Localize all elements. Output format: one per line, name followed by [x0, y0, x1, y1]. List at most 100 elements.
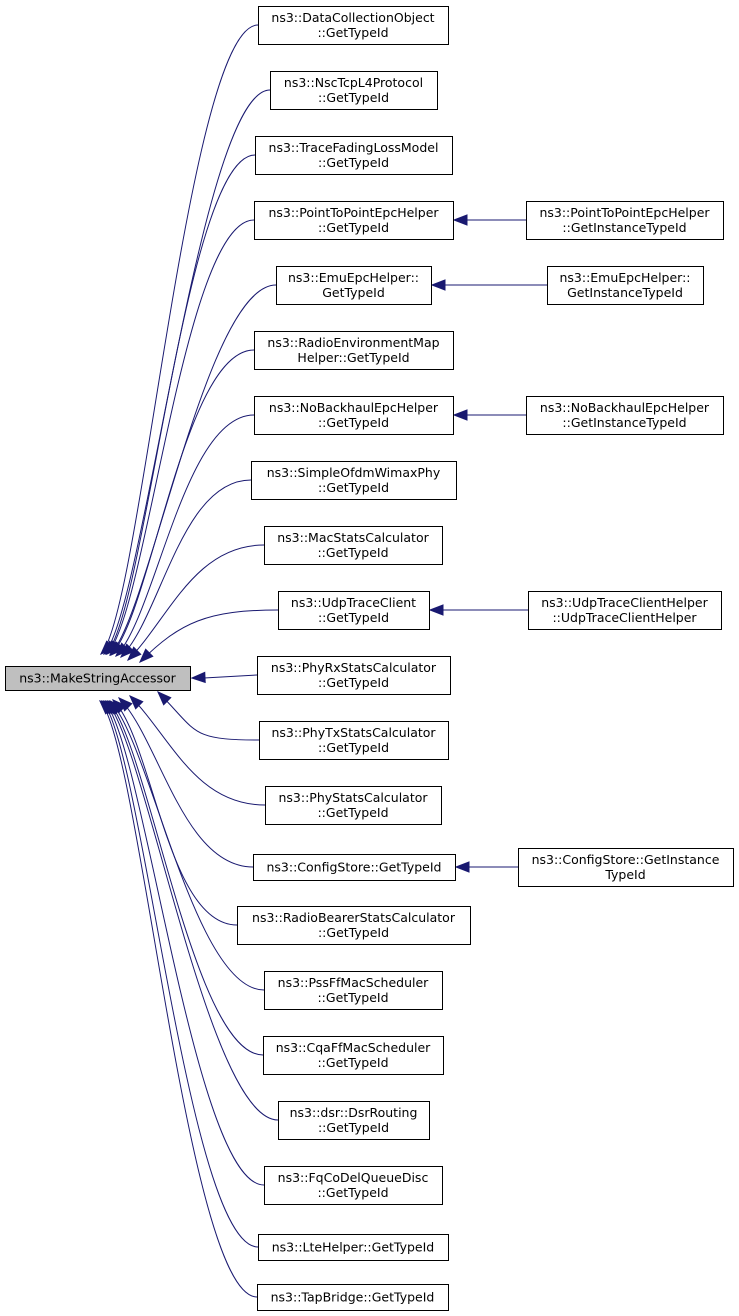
caller-node-n3[interactable]: ns3::TraceFadingLossModel::GetTypeId [255, 136, 453, 175]
secondary-node-box [547, 266, 704, 305]
caller-node-label-line: ns3::PhyTxStatsCalculator [271, 725, 436, 740]
caller-node-box [237, 906, 471, 945]
caller-node-n12[interactable]: ns3::PhyTxStatsCalculator::GetTypeId [259, 721, 449, 760]
caller-node-box [258, 1234, 449, 1261]
caller-node-n19[interactable]: ns3::FqCoDelQueueDisc::GetTypeId [264, 1166, 443, 1205]
caller-node-label-line: ns3::SimpleOfdmWimaxPhy [267, 465, 441, 480]
secondary-node-s7[interactable]: ns3::NoBackhaulEpcHelper::GetInstanceTyp… [526, 396, 724, 435]
caller-node-label-line: ns3::TapBridge::GetTypeId [271, 1290, 435, 1305]
arrowhead-n12 [157, 691, 172, 706]
edge-n14-to-root [118, 697, 254, 868]
edge-n9-to-root [127, 544, 265, 661]
secondary-node-box [526, 201, 724, 240]
caller-node-n15[interactable]: ns3::RadioBearerStatsCalculator::GetType… [237, 906, 471, 945]
arrowhead-s7 [452, 409, 468, 421]
caller-node-n10[interactable]: ns3::UdpTraceClient::GetTypeId [278, 591, 430, 630]
caller-node-box [255, 136, 453, 175]
caller-node-n4[interactable]: ns3::PointToPointEpcHelper::GetTypeId [254, 201, 454, 240]
arrowhead-s10 [428, 604, 444, 616]
secondary-node-label-line: ns3::EmuEpcHelper:: [559, 270, 690, 285]
edge-n4-to-root [106, 219, 255, 655]
secondary-node-label-line: ns3::PointToPointEpcHelper [539, 205, 710, 220]
caller-node-label-line: ns3::UdpTraceClient [291, 595, 416, 610]
secondary-node-box [518, 848, 734, 887]
arrowhead-s5 [430, 279, 446, 291]
secondary-node-box [526, 396, 724, 435]
secondary-node-label-line: ns3::NoBackhaulEpcHelper [540, 400, 710, 415]
caller-node-label-line: ::GetTypeId [317, 805, 388, 820]
caller-node-n9[interactable]: ns3::MacStatsCalculator::GetTypeId [264, 526, 443, 565]
caller-node-n17[interactable]: ns3::CqaFfMacScheduler::GetTypeId [263, 1036, 444, 1075]
caller-node-label-line: GetTypeId [322, 285, 385, 300]
caller-node-label-line: ns3::NscTcpL4Protocol [284, 75, 423, 90]
arrowhead-s14 [454, 861, 470, 873]
edges-layer [99, 24, 547, 1298]
root-node[interactable]: ns3::MakeStringAccessor [5, 666, 191, 691]
caller-node-label-line: ns3::NoBackhaulEpcHelper [269, 400, 439, 415]
caller-node-label-line: ::GetTypeId [317, 1055, 388, 1070]
caller-node-n21[interactable]: ns3::TapBridge::GetTypeId [257, 1284, 449, 1311]
caller-node-label-line: ::GetTypeId [318, 675, 389, 690]
caller-node-n8[interactable]: ns3::SimpleOfdmWimaxPhy::GetTypeId [251, 461, 457, 500]
caller-node-n18[interactable]: ns3::dsr::DsrRouting::GetTypeId [278, 1101, 430, 1140]
caller-node-n14[interactable]: ns3::ConfigStore::GetTypeId [253, 854, 456, 881]
edge-n17-to-root [107, 700, 264, 1056]
caller-node-label-line: ns3::RadioBearerStatsCalculator [252, 910, 456, 925]
secondary-node-s10[interactable]: ns3::UdpTraceClientHelper::UdpTraceClien… [528, 591, 722, 630]
secondary-node-label-line: TypeId [604, 867, 645, 882]
caller-node-n2[interactable]: ns3::NscTcpL4Protocol::GetTypeId [270, 71, 438, 110]
edge-n6-to-root [110, 349, 255, 656]
caller-node-box [270, 71, 438, 110]
caller-node-label-line: ns3::FqCoDelQueueDisc [278, 1170, 429, 1185]
caller-node-n20[interactable]: ns3::LteHelper::GetTypeId [258, 1234, 449, 1261]
root-node-box [5, 666, 191, 691]
caller-node-box [251, 461, 457, 500]
caller-node-box [264, 971, 443, 1010]
edge-n1-to-root [100, 24, 259, 655]
caller-node-label-line: ::GetTypeId [317, 990, 388, 1005]
caller-node-n1[interactable]: ns3::DataCollectionObject::GetTypeId [258, 6, 449, 45]
arrowhead-n13 [129, 695, 144, 710]
caller-node-box [254, 201, 454, 240]
secondary-node-s4[interactable]: ns3::PointToPointEpcHelper::GetInstanceT… [526, 201, 724, 240]
caller-node-label-line: ns3::MacStatsCalculator [277, 530, 429, 545]
secondary-node-s14[interactable]: ns3::ConfigStore::GetInstanceTypeId [518, 848, 734, 887]
caller-node-n11[interactable]: ns3::PhyRxStatsCalculator::GetTypeId [257, 656, 451, 695]
caller-node-label-line: ::GetTypeId [318, 220, 389, 235]
edge-n20-to-root [101, 700, 259, 1248]
arrowhead-n10 [139, 648, 154, 663]
caller-node-label-line: ::GetTypeId [318, 480, 389, 495]
caller-node-box [253, 854, 456, 881]
caller-node-label-line: ns3::dsr::DsrRouting [290, 1105, 418, 1120]
root-node-label: ns3::MakeStringAccessor [19, 671, 176, 686]
caller-node-label-line: ns3::PhyRxStatsCalculator [271, 660, 437, 675]
caller-node-label-line: ns3::ConfigStore::GetTypeId [267, 860, 442, 875]
caller-node-n13[interactable]: ns3::PhyStatsCalculator::GetTypeId [265, 786, 442, 825]
edge-n18-to-root [105, 700, 279, 1121]
caller-node-label-line: ::GetTypeId [318, 1120, 389, 1135]
caller-node-label-line: ::GetTypeId [318, 415, 389, 430]
edge-n13-to-root [129, 695, 266, 806]
caller-node-label-line: ::GetTypeId [317, 25, 388, 40]
caller-node-box [264, 1166, 443, 1205]
caller-node-label-line: ::GetTypeId [318, 610, 389, 625]
caller-node-box [278, 591, 430, 630]
caller-node-n16[interactable]: ns3::PssFfMacScheduler::GetTypeId [264, 971, 443, 1010]
caller-node-label-line: ::GetTypeId [318, 155, 389, 170]
edge-n11-to-root [203, 674, 258, 679]
secondary-node-s5[interactable]: ns3::EmuEpcHelper::GetInstanceTypeId [547, 266, 704, 305]
edge-n21-to-root [99, 700, 258, 1298]
secondary-node-label-line: ::UdpTraceClientHelper [552, 610, 697, 625]
caller-node-box [254, 331, 454, 370]
secondary-node-box [528, 591, 722, 630]
caller-node-box [276, 266, 432, 305]
caller-node-n7[interactable]: ns3::NoBackhaulEpcHelper::GetTypeId [254, 396, 454, 435]
caller-node-n6[interactable]: ns3::RadioEnvironmentMapHelper::GetTypeI… [254, 331, 454, 370]
caller-node-box [259, 721, 449, 760]
caller-node-n5[interactable]: ns3::EmuEpcHelper::GetTypeId [276, 266, 432, 305]
edge-n7-to-root [115, 414, 255, 657]
caller-node-label-line: ns3::LteHelper::GetTypeId [272, 1240, 435, 1255]
caller-node-label-line: ns3::PhyStatsCalculator [278, 790, 428, 805]
caller-node-label-line: ::GetTypeId [318, 90, 389, 105]
